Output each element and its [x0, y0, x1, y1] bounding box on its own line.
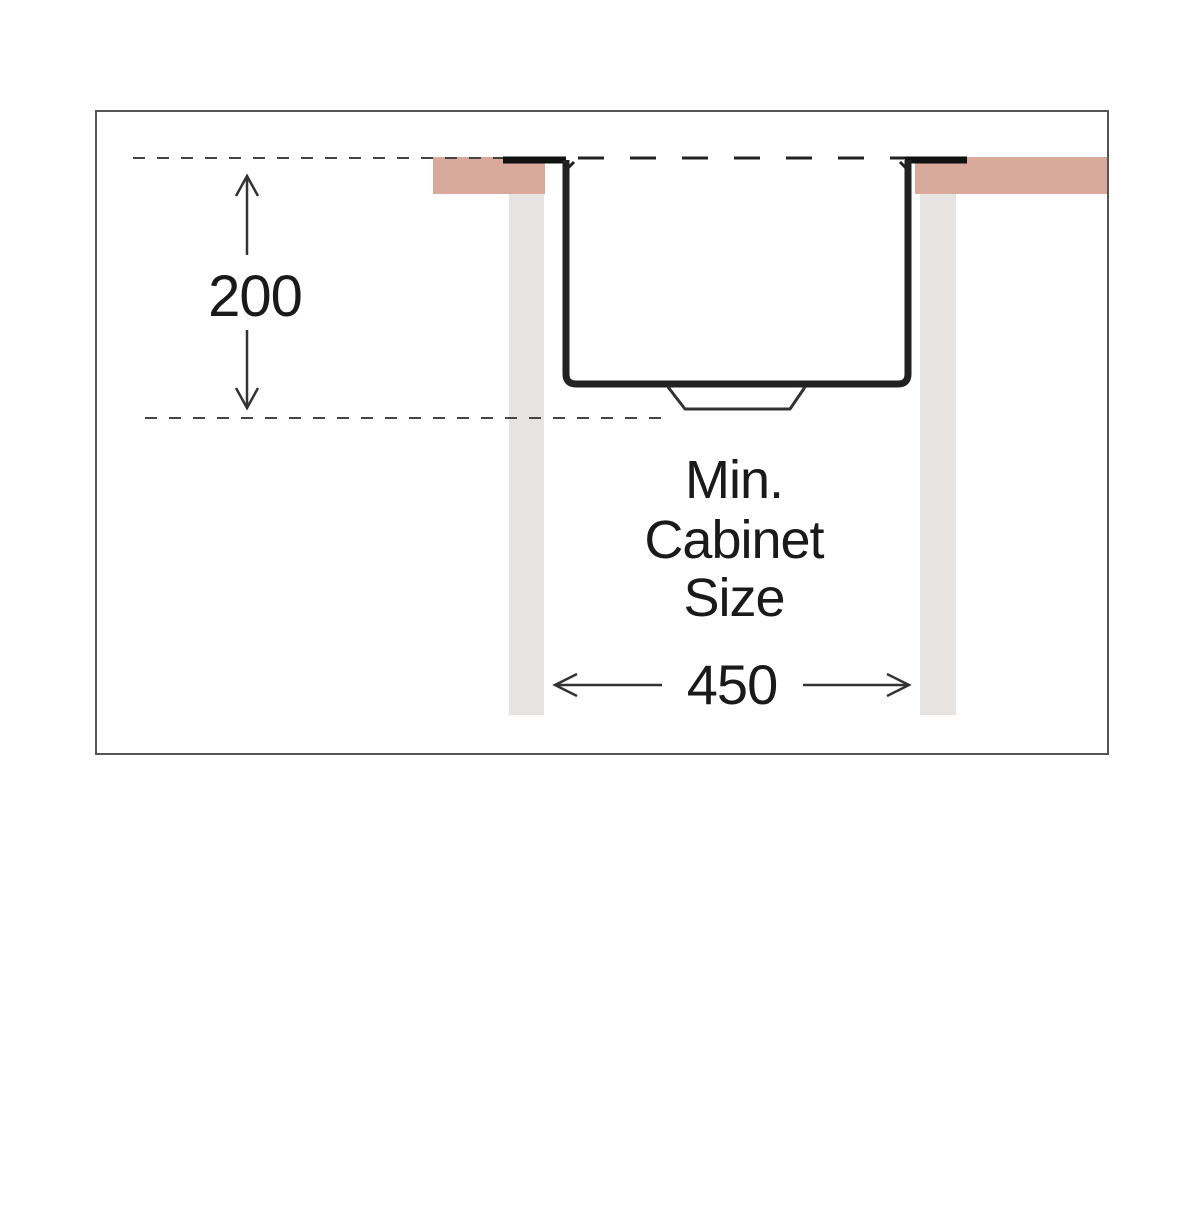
cabinet-label-line-1: Min.: [685, 450, 783, 510]
sink-bowl-inner-edge: [564, 160, 910, 172]
cabinet-label-line-3: Size: [683, 568, 784, 628]
width-arrow-left-head: [552, 672, 578, 698]
cabinet-side-right: [920, 194, 956, 715]
diagram-frame: [95, 110, 1109, 755]
depth-arrow-up-head: [234, 173, 260, 197]
sink-bowl: [562, 160, 912, 388]
width-dimension-label: 450: [687, 653, 777, 716]
cabinet-side-left: [509, 194, 544, 715]
depth-dimension-label: 200: [208, 264, 302, 329]
cabinet-label-line-2: Cabinet: [644, 510, 824, 570]
depth-arrow-down-head: [234, 387, 260, 411]
waste-outlet: [666, 386, 807, 411]
width-arrow-right-head: [886, 672, 912, 698]
